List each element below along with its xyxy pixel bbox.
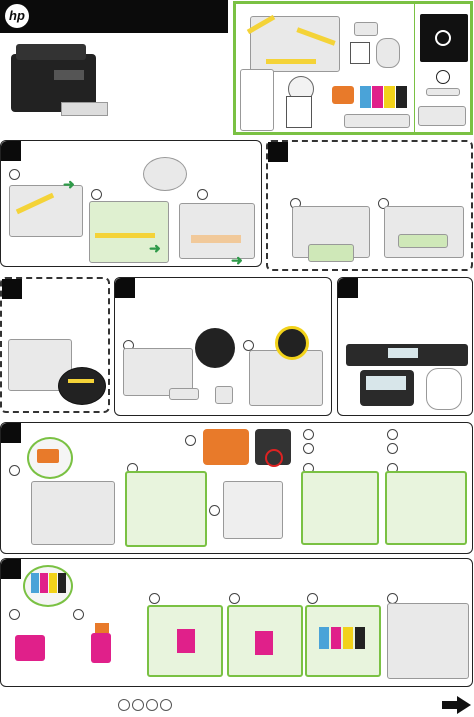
box-contents-panel <box>233 1 473 135</box>
duplexer <box>418 106 466 126</box>
step-circle <box>229 593 240 604</box>
printer-close-lid <box>387 603 469 679</box>
arrow-right-icon: ➜ <box>149 240 161 256</box>
section-number-badge <box>115 278 135 298</box>
step-circle <box>303 443 314 454</box>
step-circle <box>9 609 20 620</box>
header-bar: hp <box>0 0 228 33</box>
power-button-detail <box>275 326 309 360</box>
printer-image <box>6 40 108 126</box>
printer-tape-detail <box>143 157 187 191</box>
printhead-orange <box>203 429 249 465</box>
section-duplexer <box>266 140 473 271</box>
step-circle <box>197 189 208 200</box>
power-port-detail <box>195 328 235 368</box>
power-cord <box>376 38 400 68</box>
ink-cartridges <box>360 86 410 110</box>
printer-tape-step-b <box>89 201 169 263</box>
arrow-right-icon <box>457 696 471 714</box>
step-circle <box>73 609 84 620</box>
setup-poster <box>240 69 274 131</box>
control-panel-overlay <box>344 114 410 128</box>
section-number-badge <box>268 142 288 162</box>
power-adapter <box>169 388 199 400</box>
wireless-icon <box>435 30 451 46</box>
printer-open-lid <box>31 481 115 545</box>
step-circle <box>387 443 398 454</box>
cartridge-tab-remove <box>75 619 123 671</box>
cartridge-unwrap <box>11 621 57 673</box>
wall-outlet <box>215 386 233 404</box>
phone-port-detail <box>58 367 106 405</box>
step-circle <box>160 699 172 711</box>
power-adapter <box>354 22 378 36</box>
step-circle <box>91 189 102 200</box>
cartridges-installed <box>305 605 381 677</box>
step-circle <box>118 699 130 711</box>
hand-pressing <box>426 368 462 410</box>
step-circle <box>209 505 220 516</box>
usb-cable <box>426 88 460 96</box>
usb-icon <box>436 70 450 84</box>
section-number-badge <box>1 559 21 579</box>
hp-logo-icon: hp <box>5 4 29 28</box>
arrow-right-icon <box>442 701 458 709</box>
section-number-badge <box>1 141 21 161</box>
printhead-seat-step <box>301 471 379 545</box>
step-circle <box>185 435 196 446</box>
step-circle <box>132 699 144 711</box>
user-guide <box>286 96 312 128</box>
no-touch-icon <box>265 449 283 467</box>
section-phone-line <box>0 277 110 413</box>
section-remove-tape: ➜ ➜ ➜ <box>0 140 262 267</box>
arrow-right-icon: ➜ <box>231 252 243 268</box>
step-circle <box>9 465 20 476</box>
section-number-badge <box>338 278 358 298</box>
step-circle <box>146 699 158 711</box>
latch-close-step <box>385 471 467 545</box>
section-ink-cartridges <box>0 558 473 687</box>
printhead-insert <box>223 481 283 539</box>
carriage-latch-step <box>125 471 207 547</box>
section-number-badge <box>2 279 22 299</box>
step-circle <box>387 429 398 440</box>
section-number-badge <box>1 423 21 443</box>
step-circle <box>9 169 20 180</box>
section-printhead <box>0 422 473 554</box>
document-card <box>350 42 370 64</box>
section-power <box>114 277 332 416</box>
step-circle <box>149 593 160 604</box>
duplexer-attach-b <box>384 206 464 258</box>
section-control-panel <box>337 277 473 416</box>
step-circle <box>303 429 314 440</box>
printhead <box>332 86 354 104</box>
step-circle <box>378 198 389 209</box>
printer-tape-step-c <box>179 203 255 259</box>
step-circle <box>243 340 254 351</box>
arrow-right-icon: ➜ <box>63 176 75 192</box>
step-circle <box>307 593 318 604</box>
